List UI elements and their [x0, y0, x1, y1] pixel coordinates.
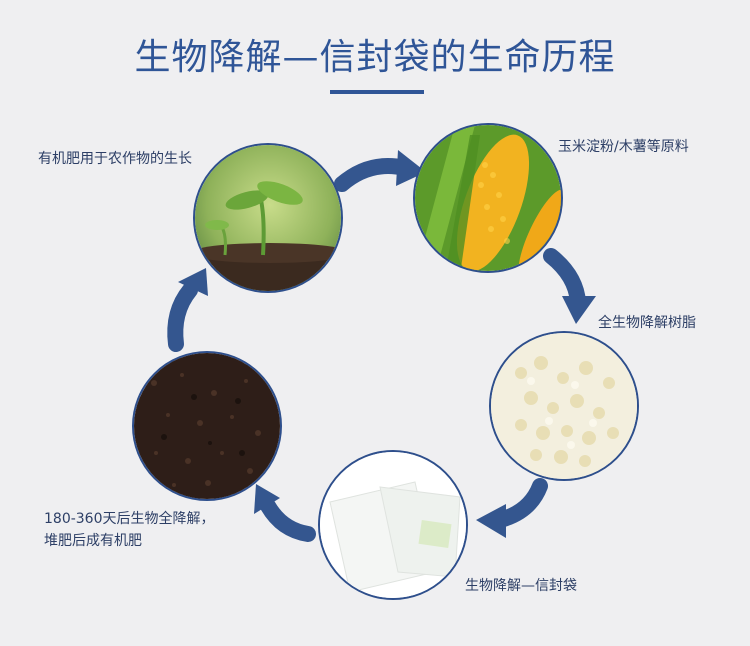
label-soil-line1: 180-360天后生物全降解，: [44, 511, 215, 527]
soil-image: [132, 351, 282, 501]
arrow-soil-to-seedling-head: [178, 268, 208, 296]
arrow-seedling-to-corn: [334, 158, 413, 192]
resin-image: [489, 331, 639, 481]
arrow-soil-to-seedling: [167, 282, 198, 352]
arrow-seedling-to-corn-head: [396, 150, 426, 186]
arrow-bag-to-soil: [260, 498, 316, 542]
bag-image: [318, 450, 468, 600]
page-title: 生物降解—信封袋的生命历程: [134, 37, 616, 78]
label-corn: 玉米淀粉/木薯等原料: [558, 139, 689, 155]
corn-image: [413, 123, 563, 273]
arrow-corn-to-resin-head: [562, 296, 596, 324]
seedling-image: [193, 143, 343, 293]
arrow-resin-to-bag-head: [476, 504, 506, 538]
arrow-corn-to-resin: [543, 248, 586, 310]
label-soil-line2: 堆肥后成有机肥: [44, 533, 142, 549]
title-underline: [330, 90, 424, 94]
arrow-bag-to-soil-head: [254, 484, 280, 514]
label-resin: 全生物降解树脂: [598, 315, 696, 331]
label-bag: 生物降解—信封袋: [465, 578, 577, 594]
label-seedling: 有机肥用于农作物的生长: [38, 151, 192, 167]
